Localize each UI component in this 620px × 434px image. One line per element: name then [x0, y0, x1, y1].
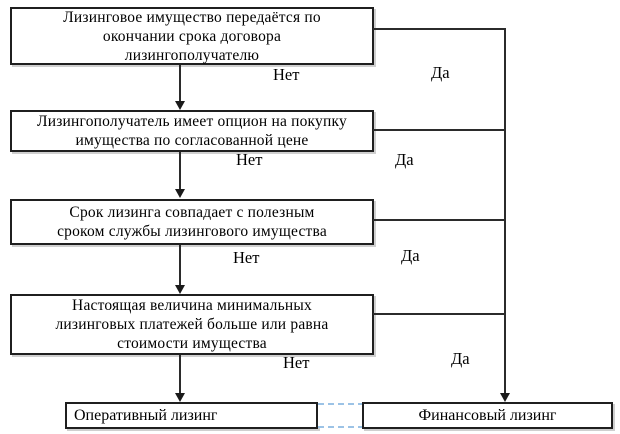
no-label-4: Нет	[283, 353, 310, 372]
question-text-2: Лизингополучатель имеет опцион на покупк…	[37, 113, 347, 149]
question-box-4: Настоящая величина минимальных лизинговы…	[10, 294, 374, 355]
no-label-1: Нет	[273, 65, 300, 84]
question-box-1: Лизинговое имущество передаётся по оконч…	[10, 7, 374, 65]
no-label-2: Нет	[236, 150, 263, 169]
question-box-2: Лизингополучатель имеет опцион на покупк…	[10, 110, 374, 152]
outcome-operational-label: Оперативный лизинг	[74, 406, 218, 424]
question-text-4: Настоящая величина минимальных лизинговы…	[55, 297, 329, 352]
yes-branch-hline-4	[373, 313, 505, 315]
no-branch-line-1	[179, 65, 181, 102]
yes-branch-trunk-line	[504, 28, 506, 393]
outcome-box-financial: Финансовый лизинг	[362, 402, 613, 429]
no-branch-line-2	[179, 152, 181, 190]
down-arrowhead-icon-1	[175, 101, 185, 110]
question-box-3: Срок лизинга совпадает с полезным сроком…	[10, 199, 374, 245]
down-arrowhead-icon-yes	[500, 393, 510, 402]
question-text-1: Лизинговое имущество передаётся по оконч…	[63, 8, 321, 64]
down-arrowhead-icon-4	[175, 393, 185, 402]
dashed-spacer-cell	[318, 403, 364, 428]
yes-label-2: Да	[395, 150, 414, 169]
down-arrowhead-icon-3	[175, 285, 185, 294]
yes-branch-hline-1	[373, 28, 505, 30]
yes-label-4: Да	[451, 349, 470, 368]
yes-label-1: Да	[431, 63, 450, 82]
outcome-box-operational: Оперативный лизинг	[65, 402, 318, 429]
down-arrowhead-icon-2	[175, 189, 185, 198]
yes-label-3: Да	[401, 246, 420, 265]
yes-branch-hline-2	[373, 129, 505, 131]
yes-branch-hline-3	[373, 219, 505, 221]
outcome-financial-label: Финансовый лизинг	[418, 406, 557, 424]
no-branch-line-4	[179, 355, 181, 394]
no-label-3: Нет	[233, 248, 260, 267]
no-branch-line-3	[179, 245, 181, 286]
question-text-3: Срок лизинга совпадает с полезным сроком…	[57, 204, 327, 240]
